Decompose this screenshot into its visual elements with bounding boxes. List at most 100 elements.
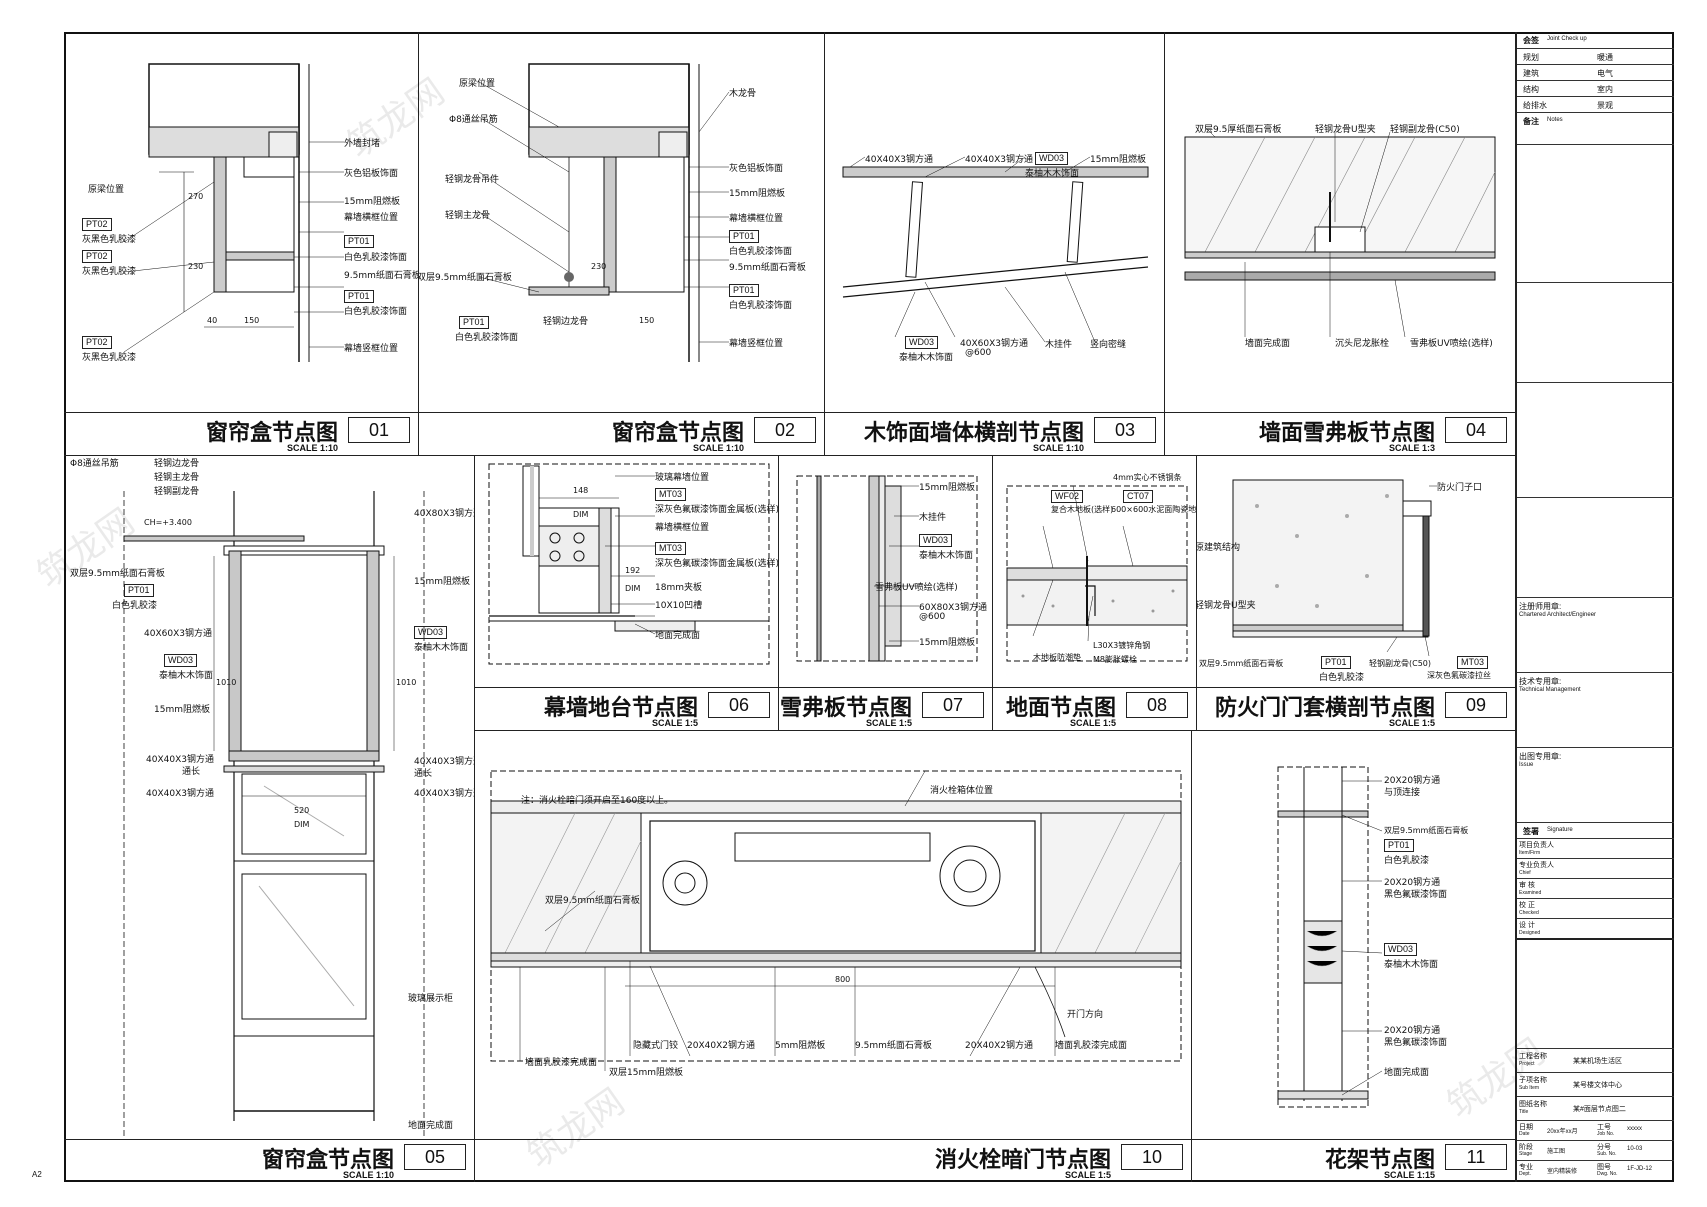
architect-en: Chartered Architect/Engineer	[1519, 612, 1597, 618]
technical-en: Technical Management	[1519, 687, 1581, 693]
material-code: PT01	[344, 235, 374, 248]
panel-scale: SCALE 1:10	[342, 1170, 394, 1180]
panel-number: 10	[1121, 1144, 1183, 1170]
discipline: 景观	[1597, 101, 1613, 110]
label: 雪弗板UV喷绘(选样)	[1410, 339, 1493, 349]
sign-row: 设 计 Designed	[1517, 918, 1674, 939]
joint-check-label: 会签	[1523, 36, 1539, 45]
sheet-frame	[64, 32, 1674, 1182]
label: Φ8通丝吊筋	[449, 115, 498, 125]
label: 幕墙横框位置	[729, 214, 784, 224]
dept-row: 专业 Dept. 室内精装修 图号 Dwg. No. 1F-JD-12	[1517, 1160, 1674, 1181]
panel-title: 窗帘盒节点图	[261, 1148, 394, 1173]
detail-06-drawing	[488, 463, 770, 665]
detail-04-drawing	[1184, 126, 1496, 338]
material-code: PT01	[729, 230, 759, 243]
drawing-title-label: 图纸名称	[1519, 1101, 1547, 1108]
issue-stamp: 出图专用章: Issue	[1517, 747, 1674, 823]
dwgno-label-en: Dwg. No.	[1597, 1171, 1618, 1177]
subno-label-en: Sub. No.	[1597, 1151, 1617, 1157]
sign-role: 设 计	[1519, 922, 1535, 929]
stage-label-en: Stage	[1519, 1151, 1533, 1157]
panel-number: 07	[922, 692, 984, 718]
label: 白色乳胶漆饰面	[344, 253, 408, 263]
panel-title-bar: 幕墙地台节点图 06 SCALE 1:5	[475, 687, 778, 730]
detail-11-drawing	[1277, 766, 1383, 1108]
job-label: 工号	[1597, 1124, 1611, 1131]
dimension: DIM	[573, 510, 589, 519]
panel-title-bar: 窗帘盒节点图 05 SCALE 1:10	[64, 1139, 474, 1182]
label: 白色乳胶漆饰面	[344, 307, 408, 317]
project-label-en: Project	[1519, 1061, 1535, 1067]
dimension: 520	[294, 806, 310, 815]
project-label: 工程名称	[1519, 1053, 1547, 1060]
issue-label: 出图专用章:	[1519, 752, 1562, 761]
label: @600	[919, 612, 946, 622]
label: 双层9.5mm纸面石膏板	[1199, 659, 1284, 668]
date-label: 日期	[1519, 1124, 1533, 1131]
panel-number: 11	[1445, 1144, 1507, 1170]
label: 泰柚木木饰面	[919, 551, 974, 561]
material-code: PT01	[124, 584, 154, 597]
dimension: 1010	[396, 678, 417, 687]
dimension: 230	[591, 262, 607, 271]
label: 墙面乳胶漆完成面	[525, 1058, 598, 1068]
label: 轻钢边龙骨	[154, 459, 200, 469]
discipline: 给排水	[1523, 101, 1547, 110]
sign-row: 项目负责人 Item/Firm	[1517, 838, 1674, 859]
detail-10-drawing	[490, 770, 1182, 1071]
dimension: 192	[625, 566, 641, 575]
panel-title: 花架节点图	[1324, 1148, 1435, 1173]
architect-stamp: 注册师用章: Chartered Architect/Engineer	[1517, 597, 1674, 673]
divider	[1517, 382, 1674, 383]
subitem-label-en: Sub Item	[1519, 1085, 1540, 1091]
label: 通长	[414, 769, 433, 779]
dept-label-en: Dept.	[1519, 1171, 1531, 1177]
divider	[1517, 144, 1674, 145]
sign-row: 审 核 Examined	[1517, 878, 1674, 899]
label: 9.5mm纸面石膏板	[729, 263, 806, 273]
material-code: WD03	[1035, 152, 1069, 165]
detail-03-drawing	[842, 156, 1149, 343]
material-code: WD03	[919, 534, 953, 547]
label: 原建筑结构	[1197, 543, 1241, 553]
dwgno-label: 图号	[1597, 1164, 1611, 1171]
material-code: MT03	[1457, 656, 1489, 669]
label: 灰色铝板饰面	[344, 169, 399, 179]
label: 15mm阻燃板	[414, 577, 470, 587]
label: 20X40X2钢方通	[965, 1041, 1033, 1051]
detail-08-drawing	[1006, 485, 1188, 662]
label: 15mm阻燃板	[919, 638, 975, 648]
sign-row: 专业负责人 Chief	[1517, 858, 1674, 879]
label: 外墙封堵	[344, 139, 381, 149]
panel-scale: SCALE 1:10	[692, 443, 744, 453]
label: 40X40X3钢方通	[146, 755, 214, 765]
panel-07: 15mm阻燃板 木挂件 WD03 泰柚木木饰面 雪弗板UV喷绘(选样) 60X8…	[779, 456, 993, 731]
panel-title-bar: 窗帘盒节点图 01 SCALE 1:10	[64, 412, 418, 455]
panel-title: 地面节点图	[1005, 696, 1116, 721]
label: 白色乳胶漆饰面	[729, 301, 793, 311]
dimension: DIM	[294, 820, 310, 829]
dwgno-value: 1F-JD-12	[1627, 1166, 1653, 1172]
label: 40X40X3钢方通	[146, 789, 214, 799]
label: 泰柚木木饰面	[1384, 960, 1439, 970]
panel-10: 注：消火栓暗门须开启至160度以上。 消火栓箱体位置 双层9.5mm纸面石膏板 …	[475, 731, 1192, 1182]
label: 深灰色氟碳漆拉丝	[1427, 671, 1491, 680]
panel-title: 防火门门套横剖节点图	[1214, 696, 1435, 721]
subitem-name: 某号楼文体中心	[1573, 1082, 1622, 1089]
label: 雪弗板UV喷绘(选样)	[875, 583, 958, 593]
label: 40X40X3钢方通	[414, 757, 474, 767]
label: 双层15mm阻燃板	[609, 1068, 683, 1078]
panel-title-bar: 花架节点图 11 SCALE 1:15	[1192, 1139, 1515, 1182]
label: CH=+3.400	[144, 518, 192, 527]
stage-label: 阶段	[1519, 1144, 1533, 1151]
label: 轻钢副龙骨	[154, 487, 200, 497]
panel-title: 幕墙地台节点图	[543, 696, 698, 721]
label: 开门方向	[1067, 1010, 1104, 1020]
label: 深灰色氟碳漆饰面金属板(选样)	[655, 505, 779, 515]
material-code: PT02	[82, 218, 112, 231]
drawing-title-row: 图纸名称 Title 某#面层节点图二	[1517, 1096, 1674, 1121]
label: L30X3镀锌角钢	[1093, 641, 1151, 650]
drawing-title-label-en: Title	[1519, 1109, 1529, 1115]
label: 轻钢主龙骨	[445, 211, 491, 221]
